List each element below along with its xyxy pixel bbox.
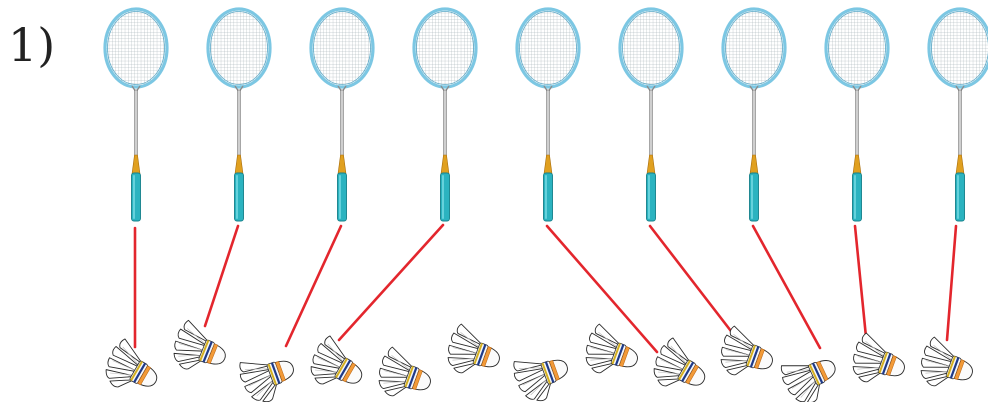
shuttlecock bbox=[447, 323, 500, 374]
shuttlecock bbox=[780, 360, 836, 402]
shuttlecock bbox=[920, 336, 973, 387]
badminton-racket bbox=[412, 7, 478, 222]
shuttlecock bbox=[585, 323, 638, 374]
badminton-racket bbox=[824, 7, 890, 222]
badminton-racket bbox=[103, 7, 169, 222]
shuttlecock bbox=[720, 325, 773, 376]
match-line bbox=[945, 224, 958, 342]
match-line bbox=[648, 224, 736, 337]
shuttlecock bbox=[173, 319, 226, 370]
badminton-racket bbox=[721, 7, 787, 222]
match-line bbox=[284, 224, 343, 348]
badminton-racket bbox=[618, 7, 684, 222]
match-line bbox=[853, 224, 868, 339]
shuttlecock bbox=[105, 338, 158, 388]
badminton-racket bbox=[927, 7, 988, 222]
badminton-racket bbox=[206, 7, 272, 222]
match-line bbox=[337, 223, 445, 342]
problem-number: 1) bbox=[8, 18, 55, 72]
match-line bbox=[545, 224, 659, 354]
match-line bbox=[203, 224, 240, 328]
shuttlecock bbox=[310, 335, 363, 385]
shuttlecock-row bbox=[105, 319, 973, 402]
connection-lines bbox=[133, 223, 958, 354]
shuttlecock bbox=[852, 332, 905, 383]
shuttlecock bbox=[653, 337, 706, 387]
racket-row bbox=[103, 7, 988, 222]
badminton-racket bbox=[309, 7, 375, 222]
shuttlecock bbox=[513, 359, 568, 402]
shuttlecock bbox=[239, 360, 294, 402]
badminton-racket bbox=[515, 7, 581, 222]
shuttlecock bbox=[378, 346, 431, 397]
match-line bbox=[751, 224, 822, 350]
